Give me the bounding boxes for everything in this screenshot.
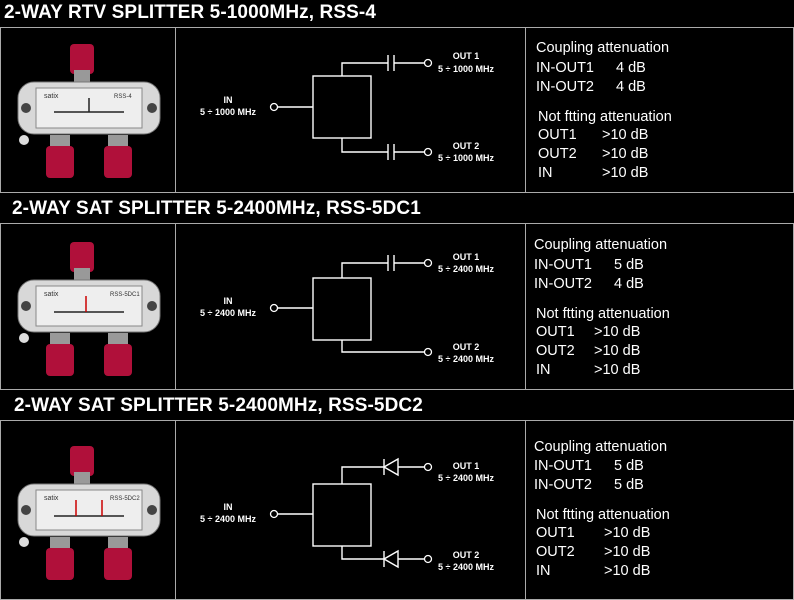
splitter-drawing bbox=[17, 242, 161, 376]
connector-terminal bbox=[269, 58, 433, 157]
notfit-row: IN >10 dB bbox=[536, 362, 776, 378]
connector-terminal bbox=[269, 258, 433, 357]
coupling-row: IN-OUT2 4 dB bbox=[534, 276, 774, 292]
in-label: IN bbox=[224, 296, 233, 306]
spec-value: 4 dB bbox=[616, 60, 646, 76]
spec-name: OUT1 bbox=[538, 127, 577, 143]
splitter-photo: satix RSS-5DC2 bbox=[17, 446, 161, 580]
out2-label: OUT 2 bbox=[453, 550, 480, 560]
out2-frequency: 5 ÷ 2400 MHz bbox=[438, 354, 494, 364]
spec-value: 5 dB bbox=[614, 477, 644, 493]
notfit-row: OUT2 >10 dB bbox=[536, 343, 776, 359]
spec-name: IN bbox=[536, 563, 551, 579]
photo-model: RSS-4 bbox=[114, 94, 132, 100]
coupling-title: Coupling attenuation bbox=[536, 40, 670, 56]
out1-frequency: 5 ÷ 2400 MHz bbox=[438, 473, 494, 483]
spec-value: 5 dB bbox=[614, 257, 644, 273]
spec-name: IN bbox=[536, 362, 551, 378]
notfit-row: IN >10 dB bbox=[538, 165, 778, 181]
coupling-title: Coupling attenuation bbox=[534, 439, 668, 455]
out1-frequency: 5 ÷ 1000 MHz bbox=[438, 64, 494, 74]
spec-name: OUT2 bbox=[536, 343, 575, 359]
spec-value: 5 dB bbox=[614, 458, 644, 474]
out1-label: OUT 1 bbox=[453, 252, 480, 262]
spec-name: IN-OUT2 bbox=[534, 276, 592, 292]
out1-frequency: 5 ÷ 2400 MHz bbox=[438, 264, 494, 274]
spec-name: OUT2 bbox=[538, 146, 577, 162]
spec-value: >10 dB bbox=[602, 165, 649, 181]
section-title: 2-WAY RTV SPLITTER 5-1000MHz, RSS-4 bbox=[4, 2, 376, 23]
section-title: 2-WAY SAT SPLITTER 5-2400MHz, RSS-5DC1 bbox=[12, 198, 421, 219]
coupling-row: IN-OUT2 4 dB bbox=[536, 79, 776, 95]
splitter-drawing bbox=[17, 446, 161, 580]
spec-name: IN-OUT1 bbox=[536, 60, 594, 76]
spec-value: >10 dB bbox=[604, 563, 651, 579]
spec-name: OUT2 bbox=[536, 544, 575, 560]
spec-name: OUT1 bbox=[536, 525, 575, 541]
spec-name: IN-OUT2 bbox=[534, 477, 592, 493]
photo-brand: satix bbox=[44, 93, 59, 100]
coupling-row: IN-OUT1 5 dB bbox=[534, 257, 774, 273]
connector-terminal bbox=[269, 462, 433, 564]
notfit-title: Not ftting attenuation bbox=[536, 507, 670, 523]
notfit-row: IN >10 dB bbox=[536, 563, 776, 579]
in-label: IN bbox=[224, 95, 233, 105]
notfit-row: OUT2 >10 dB bbox=[536, 544, 776, 560]
coupling-row: IN-OUT2 5 dB bbox=[534, 477, 774, 493]
spec-name: IN-OUT1 bbox=[534, 458, 592, 474]
in-label: IN bbox=[224, 502, 233, 512]
notfit-row: OUT1 >10 dB bbox=[536, 525, 776, 541]
spec-name: IN-OUT1 bbox=[534, 257, 592, 273]
section-title: 2-WAY SAT SPLITTER 5-2400MHz, RSS-5DC2 bbox=[14, 395, 423, 416]
photo-brand: satix bbox=[44, 495, 59, 502]
notfit-title: Not ftting attenuation bbox=[538, 109, 672, 125]
spec-name: IN-OUT2 bbox=[536, 79, 594, 95]
coupling-row: IN-OUT1 5 dB bbox=[534, 458, 774, 474]
out1-label: OUT 1 bbox=[453, 51, 480, 61]
notfit-row: OUT1 >10 dB bbox=[538, 127, 778, 143]
photo-brand: satix bbox=[44, 291, 59, 298]
spec-value: 4 dB bbox=[616, 79, 646, 95]
spec-value: >10 dB bbox=[594, 343, 641, 359]
circuit-diagram: IN 5 ÷ 2400 MHz OUT 1 5 ÷ 2400 MHz OUT 2… bbox=[200, 252, 494, 364]
notfit-row: OUT2 >10 dB bbox=[538, 146, 778, 162]
splitter-section bbox=[0, 223, 794, 390]
spec-name: IN bbox=[538, 165, 553, 181]
in-frequency: 5 ÷ 2400 MHz bbox=[200, 514, 256, 524]
splitter-photo: satix RSS-4 bbox=[17, 44, 161, 178]
out2-label: OUT 2 bbox=[453, 342, 480, 352]
in-frequency: 5 ÷ 2400 MHz bbox=[200, 308, 256, 318]
notfit-title: Not ftting attenuation bbox=[536, 306, 670, 322]
coupling-title: Coupling attenuation bbox=[534, 237, 668, 253]
spec-value: >10 dB bbox=[594, 362, 641, 378]
spec-name: OUT1 bbox=[536, 324, 575, 340]
spec-value: >10 dB bbox=[604, 544, 651, 560]
photo-model: RSS-5DC1 bbox=[110, 292, 140, 298]
in-frequency: 5 ÷ 1000 MHz bbox=[200, 107, 256, 117]
splitter-drawing bbox=[17, 44, 161, 178]
splitter-photo: satix RSS-5DC1 bbox=[17, 242, 161, 376]
coupling-row: IN-OUT1 4 dB bbox=[536, 60, 776, 76]
spec-value: >10 dB bbox=[602, 146, 649, 162]
out2-label: OUT 2 bbox=[453, 141, 480, 151]
circuit-diagram: IN 5 ÷ 2400 MHz OUT 1 5 ÷ 2400 MHz OUT 2… bbox=[200, 457, 494, 572]
spec-value: >10 dB bbox=[602, 127, 649, 143]
out1-label: OUT 1 bbox=[453, 461, 480, 471]
circuit-diagram: IN 5 ÷ 1000 MHz OUT 1 5 ÷ 1000 MHz OUT 2… bbox=[200, 51, 494, 163]
photo-model: RSS-5DC2 bbox=[110, 496, 140, 502]
spec-value: >10 dB bbox=[604, 525, 651, 541]
spec-value: >10 dB bbox=[594, 324, 641, 340]
out2-frequency: 5 ÷ 1000 MHz bbox=[438, 153, 494, 163]
notfit-row: OUT1 >10 dB bbox=[536, 324, 776, 340]
spec-value: 4 dB bbox=[614, 276, 644, 292]
out2-frequency: 5 ÷ 2400 MHz bbox=[438, 562, 494, 572]
